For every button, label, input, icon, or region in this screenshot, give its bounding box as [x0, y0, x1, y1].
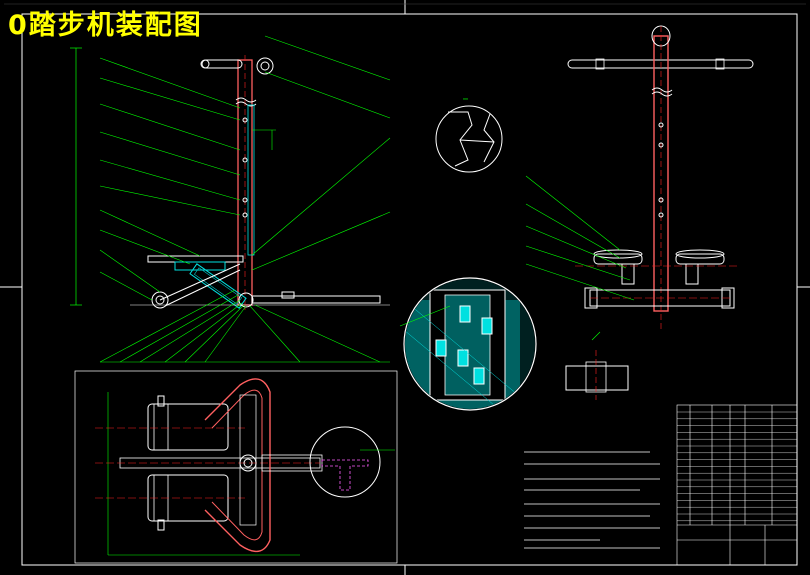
small-section-view — [565, 331, 629, 400]
front-view-leaders — [99, 35, 391, 363]
top-view — [74, 370, 398, 564]
section-detail — [399, 277, 537, 411]
side-view — [567, 25, 754, 330]
detail-i: I — [435, 98, 503, 173]
technical-notes — [524, 451, 660, 549]
front-view — [70, 47, 390, 310]
svg-text:I: I — [462, 98, 470, 100]
side-view-leaders — [525, 175, 635, 301]
title-block — [676, 404, 798, 566]
parts-list-rows — [677, 411, 797, 521]
drawing-title: 0踏步机装配图 — [8, 10, 203, 41]
